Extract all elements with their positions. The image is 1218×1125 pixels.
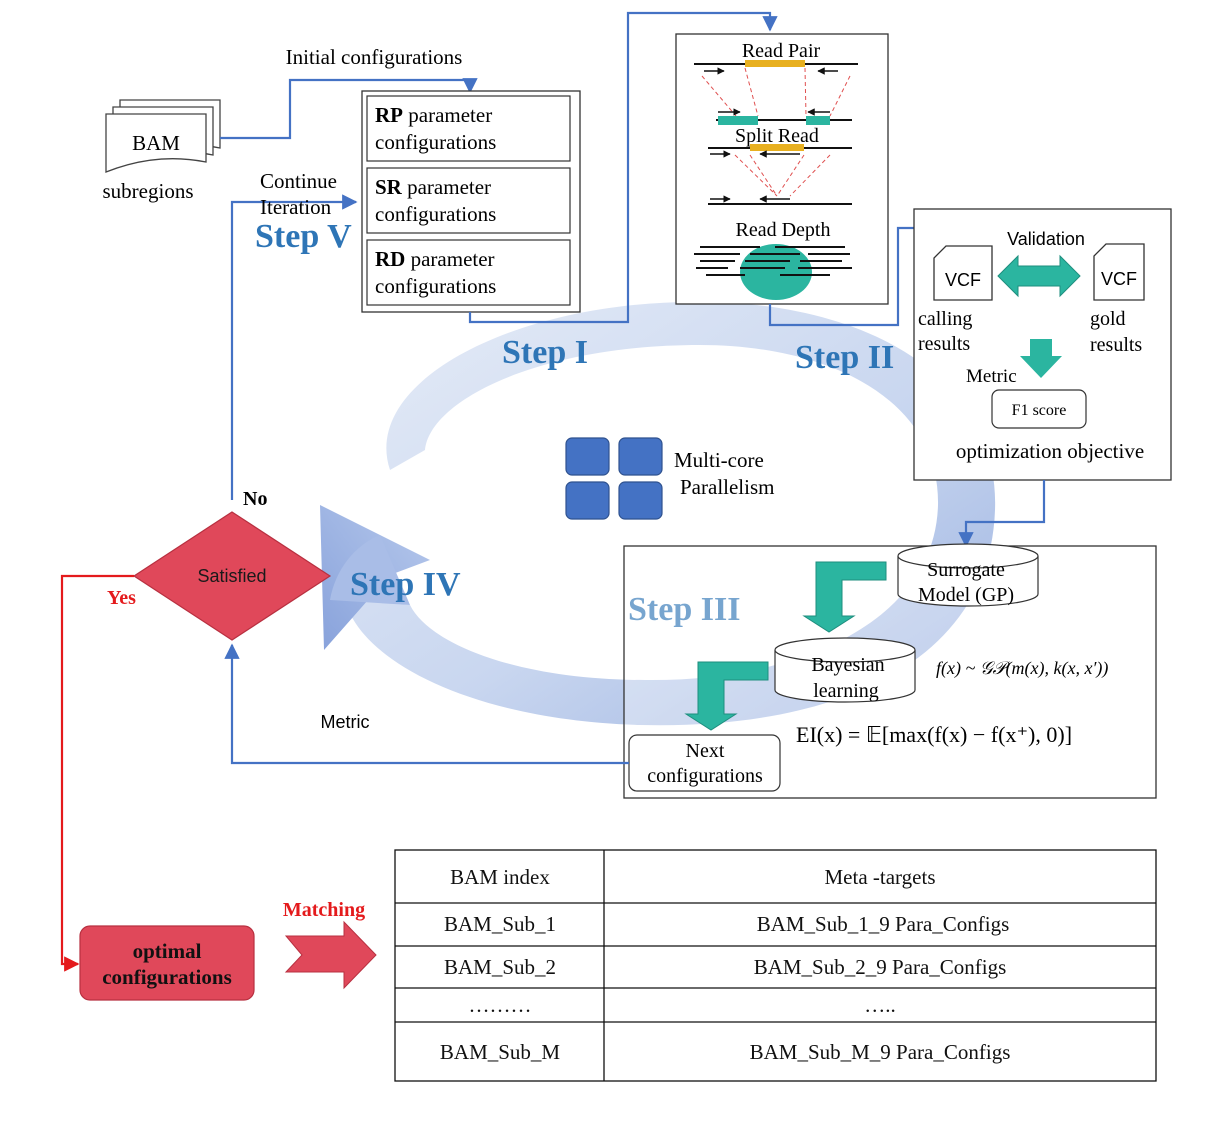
step-v-label: Step V: [255, 218, 352, 255]
initial-config-connector: [220, 78, 478, 140]
surrogate-to-bayes-arrow-icon: [802, 561, 887, 633]
rp-config-line2: configurations: [375, 130, 496, 154]
step-i-label: Step I: [502, 334, 588, 371]
decision-metric-label: Metric: [321, 712, 370, 732]
next-line2: configurations: [647, 765, 763, 787]
step-iii-label: Step III: [628, 591, 740, 628]
sr-config-line2: configurations: [375, 202, 496, 226]
surrogate-model-cylinder: [897, 543, 1039, 607]
bayesian-line1: Bayesian: [811, 654, 884, 676]
satisfied-label: Satisfied: [197, 566, 266, 586]
rd-label: RD: [375, 247, 405, 271]
gold-results-line2: results: [1090, 334, 1142, 356]
table-cell: BAM_Sub_2_9 Para_Configs: [754, 955, 1007, 979]
optimal-line2: configurations: [102, 965, 232, 989]
table-cell: BAM_Sub_1_9 Para_Configs: [757, 912, 1010, 936]
initial-config-label: Initial configurations: [286, 45, 463, 69]
satisfied-decision: [132, 511, 332, 641]
bam-document-icon: [105, 99, 221, 173]
optimal-configurations-box: [79, 925, 255, 1001]
validation-double-arrow-icon: [997, 254, 1081, 298]
continue-iteration-connector: [230, 194, 358, 500]
svg-text:RP parameter: RP parameter: [375, 103, 492, 127]
no-label: No: [243, 488, 267, 510]
vcf-gold-file-icon: [1093, 243, 1145, 301]
table-cell: …..: [864, 993, 896, 1017]
step-iv-connector: [224, 643, 629, 765]
parallelism-label: Parallelism: [680, 475, 774, 499]
f1-score-label: F1 score: [1012, 402, 1067, 419]
f1-score-box: [991, 389, 1087, 429]
cycle-arrow: [320, 301, 996, 726]
read-pair-label: Read Pair: [742, 40, 821, 62]
calling-results-line1: calling: [918, 308, 972, 330]
svg-text:SR parameter: SR parameter: [375, 175, 491, 199]
table-cell: BAM_Sub_2: [444, 955, 556, 979]
bam-subregions-caption: subregions: [103, 179, 194, 203]
split-read-label: Split Read: [735, 125, 819, 147]
read-depth-label: Read Depth: [736, 219, 831, 241]
multi-core-icon: [565, 437, 663, 520]
ei-formula: EI(x) = 𝔼[max(f(x) − f(x⁺), 0)]: [796, 722, 1072, 747]
table-header-meta-targets: Meta -targets: [825, 865, 936, 889]
yes-path-connector: [60, 574, 134, 972]
multi-core-label: Multi-core: [674, 448, 764, 472]
matching-label: Matching: [283, 899, 365, 921]
step-iv-label: Step IV: [350, 566, 461, 603]
split-read-illustration: [708, 144, 852, 205]
surrogate-line1: Surrogate: [927, 559, 1005, 581]
iteration-label: Iteration: [260, 195, 332, 219]
matching-arrow-icon: [284, 920, 377, 990]
meta-target-table: [394, 849, 1157, 1082]
table-cell: BAM_Sub_1: [444, 912, 556, 936]
svg-text:RD parameter: RD parameter: [375, 247, 495, 271]
gp-formula: f(x) ~ 𝒢𝒫(m(x), k(x, x′)): [936, 658, 1108, 679]
calling-results-line2: results: [918, 333, 970, 355]
vcf-calling-label: VCF: [945, 270, 981, 290]
validation-metric-label: Metric: [966, 366, 1017, 387]
gold-results-line1: gold: [1090, 308, 1126, 330]
surrogate-line2: Model (GP): [918, 584, 1014, 606]
table-cell: BAM_Sub_M_9 Para_Configs: [750, 1040, 1011, 1064]
step-i-connector: [468, 11, 778, 324]
optimization-objective-label: optimization objective: [956, 439, 1144, 463]
rp-config-box: RP parameter configurations: [366, 95, 571, 162]
read-pair-illustration: [694, 60, 858, 125]
continue-label: Continue: [260, 169, 337, 193]
table-cell: ………: [469, 993, 532, 1017]
validation-to-surrogate-connector: [958, 480, 1046, 548]
vcf-gold-label: VCF: [1101, 269, 1137, 289]
validation-title: Validation: [1007, 229, 1085, 249]
bam-label: BAM: [132, 131, 180, 155]
bayes-to-next-arrow-icon: [684, 661, 769, 731]
optimal-line1: optimal: [133, 939, 202, 963]
vcf-calling-file-icon: [933, 245, 993, 301]
rp-label: RP: [375, 103, 403, 127]
next-line1: Next: [686, 740, 725, 762]
sr-label: SR: [375, 175, 403, 199]
sr-config-box: SR parameter configurations: [366, 167, 571, 234]
bayesian-line2: learning: [813, 680, 879, 702]
step-ii-label: Step II: [795, 339, 894, 376]
read-depth-illustration: [694, 244, 852, 300]
bayesian-learning-cylinder: [774, 637, 916, 703]
table-cell: BAM_Sub_M: [440, 1040, 561, 1064]
table-header-bam-index: BAM index: [450, 865, 550, 889]
rd-config-box: RD parameter configurations: [366, 239, 571, 306]
rd-config-line2: configurations: [375, 274, 496, 298]
yes-label: Yes: [107, 587, 136, 609]
metric-down-arrow-icon: [1020, 339, 1062, 378]
